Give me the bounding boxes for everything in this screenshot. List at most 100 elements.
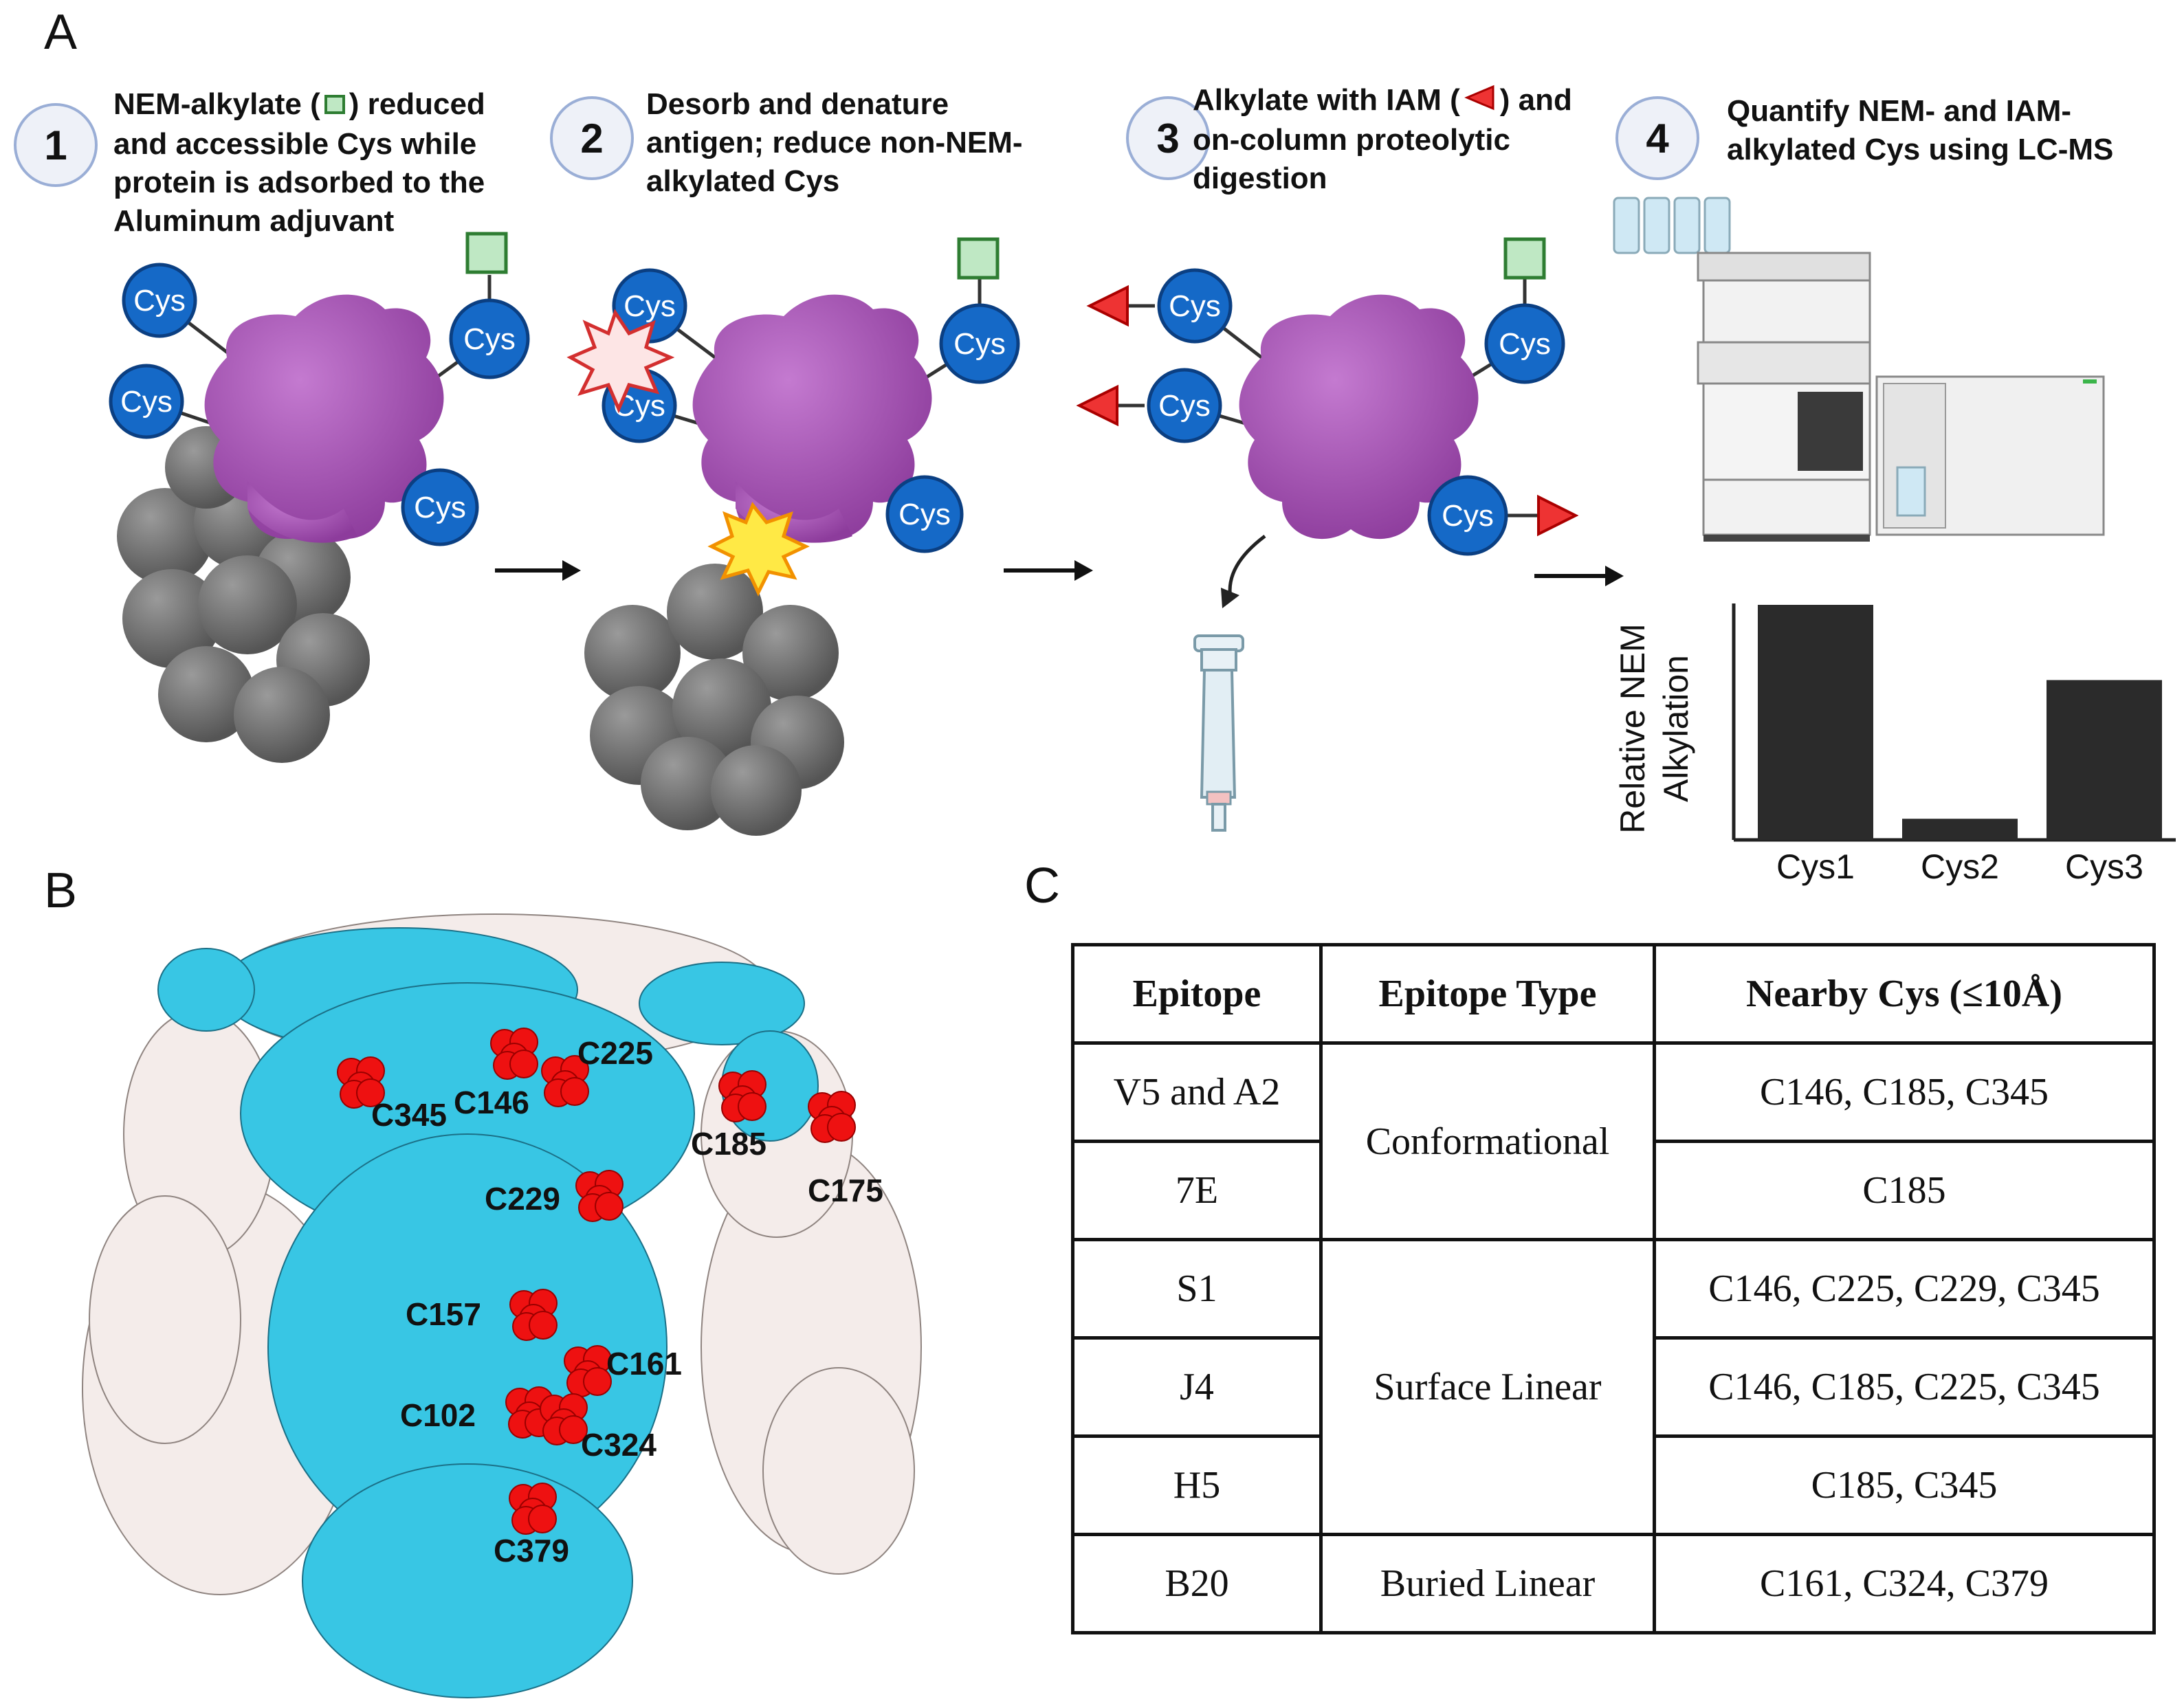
- cysteine-label: C185: [691, 1126, 766, 1162]
- arrow-icon: [495, 560, 581, 581]
- chart-ylabel-line-1: Relative NEM: [1613, 623, 1652, 834]
- epitope-cell: J4: [1071, 1336, 1323, 1438]
- cysteine-site: [509, 1050, 538, 1078]
- nearby-cys-cell: C146, C185, C345: [1653, 1041, 2156, 1143]
- cysteine-site: [560, 1077, 589, 1106]
- chart-xtick-label: Cys2: [1921, 847, 1999, 886]
- cysteine-site: [827, 1113, 856, 1142]
- iam-tag-icon: [1463, 82, 1497, 121]
- nearby-cys-cell: C146, C185, C225, C345: [1653, 1336, 2156, 1438]
- cysteine-site: [528, 1505, 557, 1533]
- table-row: H5 C185, C345: [1071, 1434, 2156, 1536]
- chart-ylabel-line-2: Alkylation: [1657, 655, 1695, 802]
- cys-bead: Cys: [1427, 475, 1508, 556]
- cysteine-label: C229: [485, 1181, 560, 1217]
- panel-label-a: A: [44, 5, 78, 60]
- epitope-cell: H5: [1071, 1434, 1323, 1536]
- cys-label: Cys: [133, 284, 186, 318]
- lc-ms-instrument-icon: [1613, 197, 2105, 542]
- header-nearby-cys: Nearby Cys (≤10Å): [1653, 943, 2156, 1045]
- cys-label: Cys: [1169, 289, 1221, 323]
- protein-1: [204, 294, 444, 540]
- step-1-text: NEM-alkylate () reduced and accessible C…: [113, 87, 485, 239]
- cys-bead: Cys: [449, 298, 530, 379]
- step-3-number: 3: [1126, 96, 1210, 180]
- protein-2: [692, 294, 932, 540]
- epitope-table: Epitope Epitope Type Nearby Cys (≤10Å) V…: [1071, 943, 2156, 1634]
- cysteine-label: C379: [494, 1533, 569, 1568]
- nearby-cys-cell: C161, C324, C379: [1653, 1533, 2156, 1634]
- chart-bar: [2047, 680, 2162, 840]
- chart-xtick-label: Cys1: [1776, 847, 1855, 886]
- cys-label: Cys: [953, 327, 1006, 361]
- cysteine-site: [595, 1192, 624, 1221]
- cys-label: Cys: [463, 322, 516, 356]
- table-header-row: Epitope Epitope Type Nearby Cys (≤10Å): [1071, 943, 2156, 1045]
- cys-label: Cys: [1158, 389, 1211, 423]
- cysteine-label: C175: [808, 1173, 883, 1208]
- desorb-burst-icon: [707, 502, 810, 597]
- epitope-cell: S1: [1071, 1238, 1323, 1340]
- curved-arrow-icon: [1228, 535, 1266, 599]
- cysteine-label: C102: [400, 1397, 476, 1433]
- nem-tag-icon: [323, 87, 346, 125]
- step-3-text: Alkylate with IAM () and on-column prote…: [1193, 82, 1572, 196]
- step-2-number: 2: [550, 96, 634, 180]
- cys-label: Cys: [1442, 499, 1494, 533]
- cys-bead: Cys: [122, 263, 197, 338]
- step-1-number: 1: [14, 103, 98, 187]
- protein-3: [1239, 294, 1479, 540]
- cys-bead: Cys: [1157, 268, 1233, 344]
- epitope-cell: 7E: [1071, 1140, 1323, 1241]
- step-4-text: Quantify NEM- and IAM- alkylated Cys usi…: [1727, 94, 2114, 166]
- cysteine-site: [529, 1311, 558, 1340]
- cys-label: Cys: [898, 498, 951, 531]
- cysteine-label: C161: [606, 1346, 682, 1382]
- epitope-type-cell: Buried Linear: [1319, 1533, 1656, 1634]
- iam-tag-icon: [1076, 384, 1118, 427]
- nem-tag-3: [1503, 237, 1546, 280]
- nem-tag-2: [957, 237, 1000, 280]
- workflow-illustration: Cys Cys Cys Cys Cys Cys Cys Cys Cys Cys …: [109, 197, 2176, 886]
- cys-label: Cys: [1499, 327, 1551, 361]
- cysteine-site: [559, 1415, 588, 1444]
- header-epitope-type: Epitope Type: [1319, 943, 1656, 1045]
- epitope-type-cell: Conformational: [1319, 1041, 1656, 1241]
- cysteine-label: C324: [581, 1427, 657, 1463]
- cys-bead: Cys: [939, 303, 1020, 384]
- table-row: B20 Buried Linear C161, C324, C379: [1071, 1533, 2156, 1634]
- table-row: S1 Surface Linear C146, C225, C229, C345: [1071, 1238, 2156, 1536]
- table-row: J4 C146, C185, C225, C345: [1071, 1336, 2156, 1438]
- epitope-type-cell: Surface Linear: [1319, 1238, 1656, 1536]
- cysteine-label: C225: [577, 1035, 653, 1071]
- step-2-text: Desorb and denature antigen; reduce non-…: [646, 87, 1023, 198]
- nem-tag-1: [465, 232, 508, 274]
- cys-label: Cys: [120, 385, 173, 419]
- arrow-icon: [1534, 566, 1624, 586]
- arrow-icon: [1004, 560, 1093, 581]
- cysteine-sites: [337, 1028, 856, 1535]
- nearby-cys-cell: C185, C345: [1653, 1434, 2156, 1536]
- step-4-number: 4: [1615, 96, 1699, 180]
- panel-label-b: B: [44, 863, 78, 918]
- epitope-cell: B20: [1071, 1533, 1323, 1634]
- nearby-cys-cell: C146, C225, C229, C345: [1653, 1238, 2156, 1340]
- cysteine-label: C157: [406, 1296, 481, 1332]
- cys-bead: Cys: [109, 364, 184, 439]
- cysteine-label: C345: [371, 1097, 447, 1133]
- iam-tag-icon: [1086, 285, 1129, 327]
- cys-label: Cys: [414, 491, 466, 524]
- epitope-cell: V5 and A2: [1071, 1041, 1323, 1143]
- nearby-cys-cell: C185: [1653, 1140, 2156, 1241]
- table-row: 7E C185: [1071, 1140, 2156, 1241]
- panel-label-c: C: [1024, 858, 1060, 913]
- cysteine-site: [738, 1092, 766, 1121]
- chart-bar: [1902, 819, 2018, 840]
- cys-bead: Cys: [885, 475, 964, 553]
- cys-bead: Cys: [612, 268, 687, 344]
- cys-bead: Cys: [1147, 368, 1222, 443]
- cysteine-label: C146: [454, 1085, 529, 1120]
- spin-column-icon: [1193, 634, 1244, 832]
- cys-bead: Cys: [1484, 303, 1565, 384]
